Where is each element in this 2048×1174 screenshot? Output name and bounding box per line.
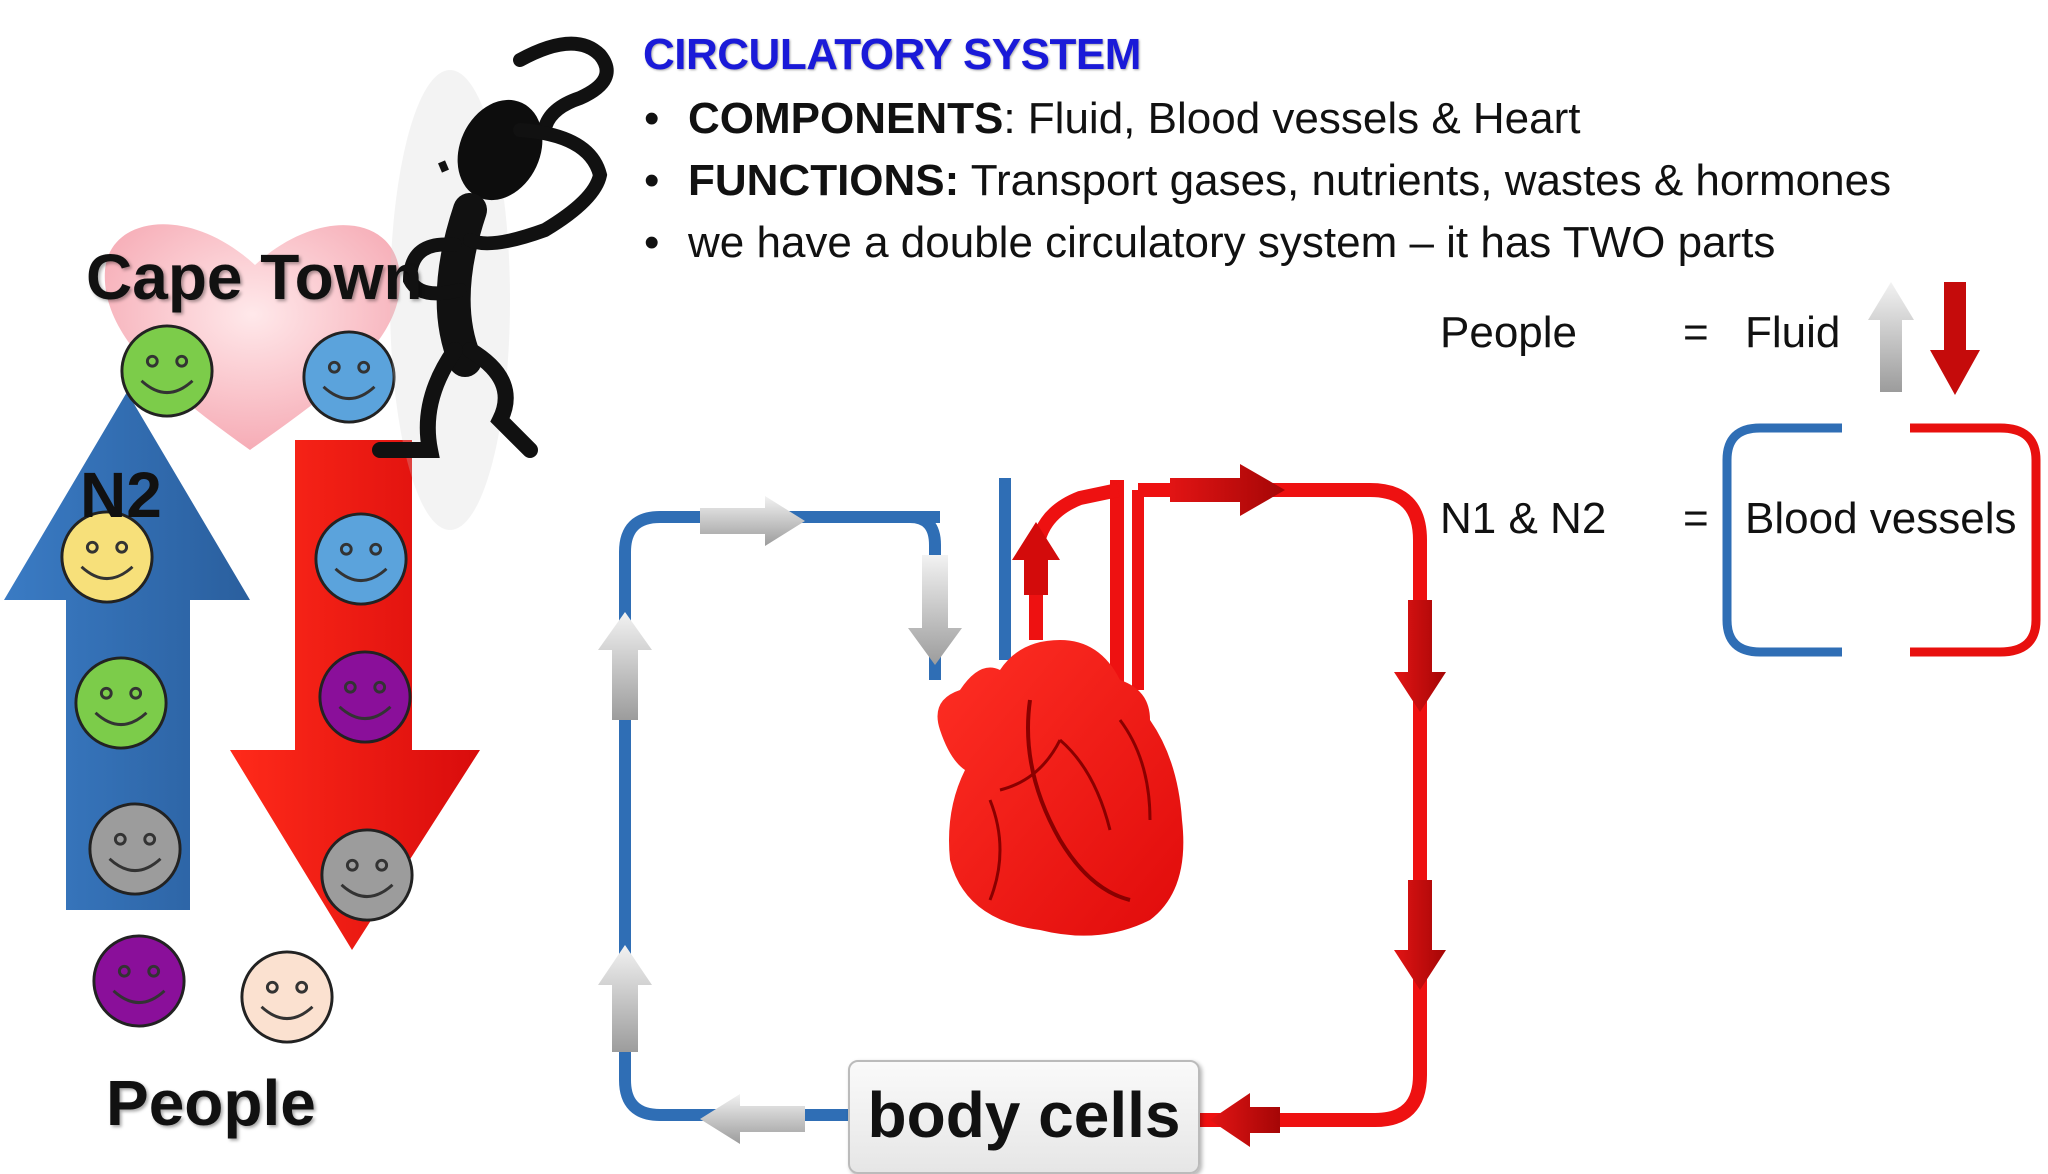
grey-flow-arrow-icon xyxy=(598,945,652,1052)
analogy-equals-sign: = xyxy=(1683,494,1709,543)
red-down-arrow-icon xyxy=(1930,282,1980,395)
vessel-bracket-icon xyxy=(1722,423,2041,657)
analogy-term-roads: N1 & N2 xyxy=(1440,494,1607,543)
smiley-face-icon xyxy=(92,934,186,1028)
smiley-face-icon xyxy=(88,802,182,896)
n2-road-label: N2 xyxy=(80,459,162,531)
analogy-meaning-vessels: Blood vessels xyxy=(1745,494,2017,543)
bullet-double-system: we have a double circulatory system – it… xyxy=(640,212,1891,274)
smiley-face-icon xyxy=(318,650,412,744)
red-flow-arrow-icon xyxy=(1394,880,1446,990)
grey-flow-arrow-icon xyxy=(700,1094,805,1144)
bullet-functions-heading: FUNCTIONS: xyxy=(688,156,960,205)
smiley-face-icon xyxy=(314,512,408,606)
body-cells-box: body cells xyxy=(848,1060,1200,1174)
blue-up-arrow xyxy=(4,392,250,910)
bullet-functions-text: Transport gases, nutrients, wastes & hor… xyxy=(959,156,1892,205)
bullet-functions: FUNCTIONS: Transport gases, nutrients, w… xyxy=(640,150,1891,212)
question-figure-icon xyxy=(372,36,614,530)
analogy-meaning-fluid: Fluid xyxy=(1745,308,1841,357)
red-flow-arrow-icon xyxy=(1394,600,1446,712)
slide-title: CIRCULATORY SYSTEM xyxy=(643,30,1141,79)
bullet-components-heading: COMPONENTS xyxy=(688,94,1004,143)
smiley-face-icon xyxy=(302,330,396,424)
red-flow-arrow-icon xyxy=(1170,464,1285,516)
bullet-components: COMPONENTS: Fluid, Blood vessels & Heart xyxy=(640,88,1891,150)
deoxygenated-vessel-loop xyxy=(619,478,1011,1121)
grey-flow-arrow-icon xyxy=(908,555,962,665)
grey-flow-arrow-icon xyxy=(598,612,652,720)
analogy-equals-sign: = xyxy=(1683,308,1709,357)
grey-flow-arrow-icon xyxy=(700,496,805,546)
smiley-face-icon xyxy=(74,656,168,750)
smiley-face-icon xyxy=(240,950,334,1044)
smiley-face-icon xyxy=(320,828,414,922)
smiley-face-icon xyxy=(120,324,214,418)
body-cells-label: body cells xyxy=(867,1079,1181,1151)
bullet-list: COMPONENTS: Fluid, Blood vessels & Heart… xyxy=(640,88,1891,274)
people-label: People xyxy=(106,1067,316,1139)
red-flow-arrow-icon xyxy=(1210,1093,1280,1147)
anatomical-heart-icon xyxy=(937,640,1184,936)
grey-up-arrow-icon xyxy=(1868,282,1914,392)
red-flow-arrow-icon xyxy=(1012,522,1060,595)
cape-town-label: Cape Town xyxy=(86,241,423,313)
bullet-double-system-text: we have a double circulatory system – it… xyxy=(688,218,1776,267)
bullet-components-text: : Fluid, Blood vessels & Heart xyxy=(1003,94,1581,143)
analogy-term-people: People xyxy=(1440,308,1578,357)
